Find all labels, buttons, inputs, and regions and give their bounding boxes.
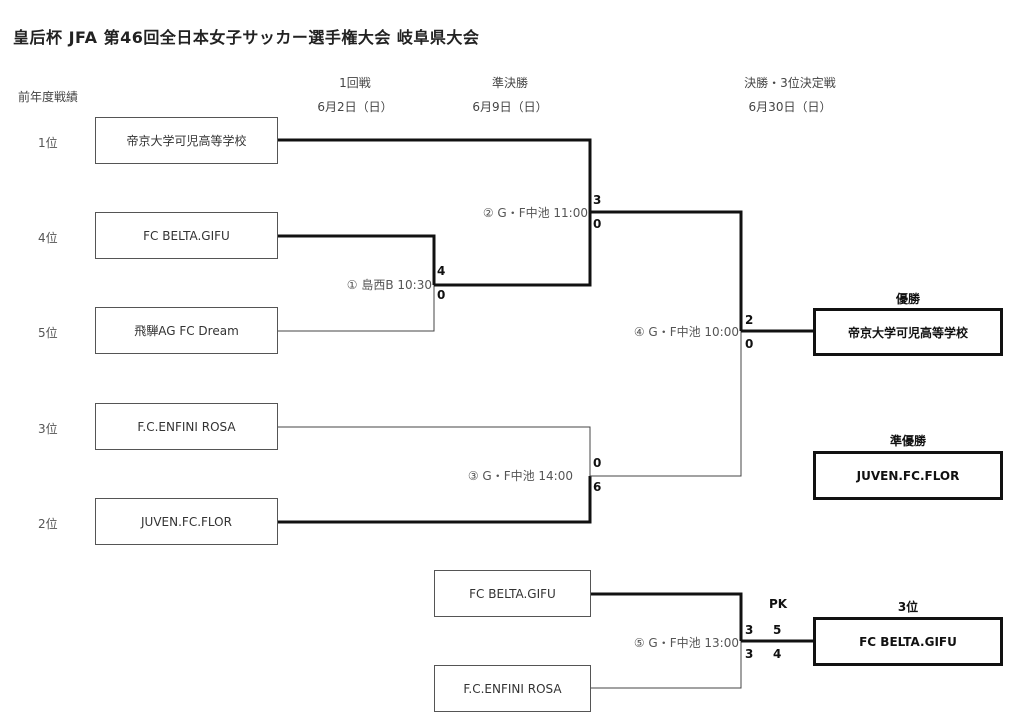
header-semi: 準決勝 [491,76,528,90]
pk-label: PK [769,597,788,611]
match-1-score-bottom: 0 [437,288,446,302]
runner-up-caption: 準優勝 [889,434,926,448]
match-5-score-top: 3 [745,623,754,637]
team-box: 飛騨AG FC Dream [95,307,278,354]
pk-score-top: 5 [773,623,782,637]
match-1-score-top: 4 [437,264,446,278]
rank-label: 5位 [38,326,58,340]
third-place-team-box: FC BELTA.GIFU [434,570,591,617]
team-box: FC BELTA.GIFU [95,212,278,259]
team-box: JUVEN.FC.FLOR [95,498,278,545]
match-4-score-bottom: 0 [745,337,754,351]
third-place-caption: 3位 [897,600,919,614]
match-5-score-bottom: 3 [745,647,754,661]
pk-score-bottom: 4 [773,647,782,661]
header-semi-date: 6月9日（日） [472,100,548,114]
runner-up-box: JUVEN.FC.FLOR [813,451,1003,500]
match-4-label: ④ G・F中池 10:00 [633,325,739,339]
header-round1-date: 6月2日（日） [317,100,393,114]
champion-caption: 優勝 [895,292,920,306]
team-box: F.C.ENFINI ROSA [95,403,278,450]
page-title: 皇后杯 JFA 第46回全日本女子サッカー選手権大会 岐阜県大会 [13,28,480,47]
match-3-score-top: 0 [593,456,602,470]
rank-label: 1位 [38,136,58,150]
rank-label: 4位 [38,231,58,245]
team-box: 帝京大学可児高等学校 [95,117,278,164]
match-1-label: ① 島西B 10:30 [346,278,432,292]
header-final-date: 6月30日（日） [748,100,832,114]
match-3-label: ③ G・F中池 14:00 [467,469,573,483]
header-round1: 1回戦 [339,76,371,90]
champion-box: 帝京大学可児高等学校 [813,308,1003,356]
match-2-score-bottom: 0 [593,217,602,231]
header-prev-year: 前年度戦績 [18,90,79,104]
header-final: 決勝・3位決定戦 [744,76,836,90]
rank-label: 2位 [38,517,58,531]
match-2-score-top: 3 [593,193,602,207]
match-4-score-top: 2 [745,313,754,327]
rank-label: 3位 [38,422,58,436]
third-place-team-box: F.C.ENFINI ROSA [434,665,591,712]
match-2-label: ② G・F中池 11:00 [482,206,588,220]
match-3-score-bottom: 6 [593,480,602,494]
match-5-label: ⑤ G・F中池 13:00 [633,636,739,650]
third-place-box: FC BELTA.GIFU [813,617,1003,666]
